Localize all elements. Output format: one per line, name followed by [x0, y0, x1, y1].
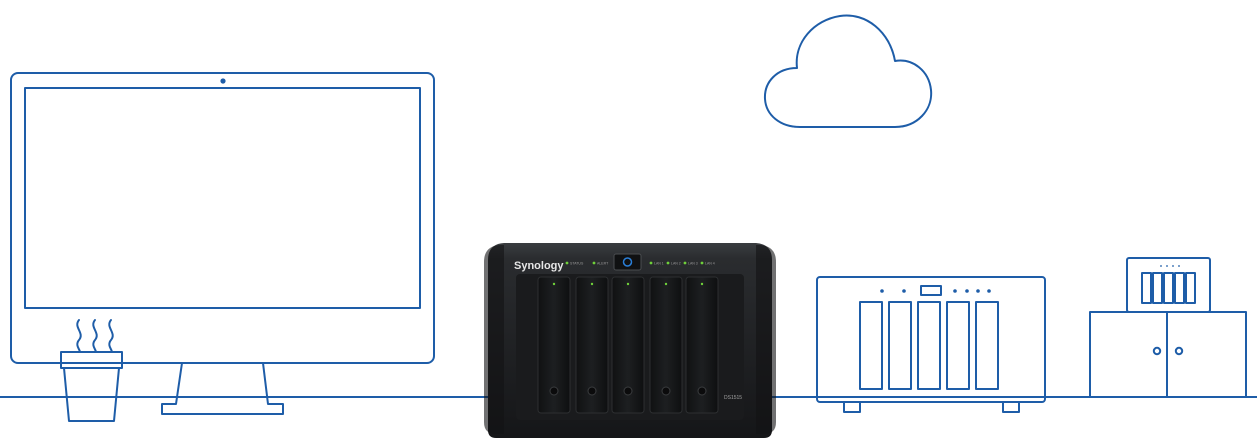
drive-bay [649, 276, 683, 414]
indicator-label: ALERT [597, 261, 609, 265]
expansion-unit-icon [816, 276, 1046, 413]
power-icon [622, 257, 633, 267]
drive-bay [685, 276, 719, 414]
desktop-computer-icon [10, 72, 435, 415]
synology-nas-device: Synology STATUS ALERT LAN 1 LAN 2 LAN 3 … [484, 243, 776, 438]
indicator-label: LAN 2 [671, 261, 681, 265]
nas-model-label: DS1515 [724, 395, 742, 401]
indicator-label: LAN 1 [654, 261, 664, 265]
drive-bay [611, 276, 645, 414]
cabinet-nas-icon [1089, 257, 1247, 398]
nas-brand-label: Synology [514, 260, 564, 272]
drive-bay [537, 276, 571, 414]
cloud-icon [763, 14, 933, 128]
drive-bay [575, 276, 609, 414]
indicator-leds: STATUS ALERT LAN 1 LAN 2 LAN 3 LAN 4 [565, 261, 715, 265]
indicator-label: STATUS [570, 261, 584, 265]
coffee-cup-icon [60, 319, 123, 422]
power-button [613, 253, 642, 271]
indicator-label: LAN 3 [688, 261, 698, 265]
indicator-label: LAN 4 [705, 261, 715, 265]
